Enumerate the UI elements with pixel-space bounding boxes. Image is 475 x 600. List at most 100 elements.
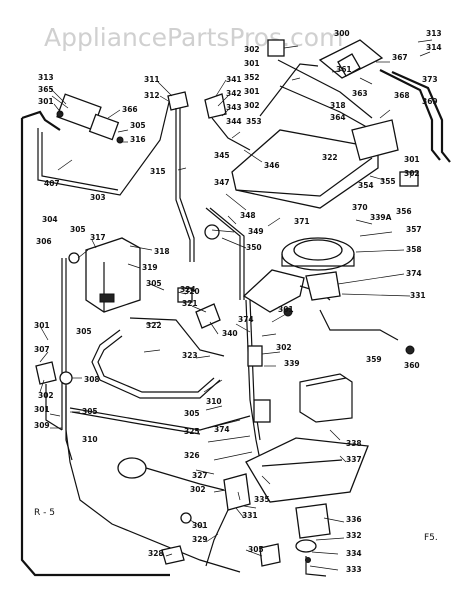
part-label: 329 (192, 535, 208, 544)
part-label: 313 (426, 29, 442, 38)
part-label: 327 (192, 471, 208, 480)
part-label: 354 (358, 181, 374, 190)
part-label: 336 (346, 515, 362, 524)
part-label: 338 (346, 439, 362, 448)
part-label: 407 (44, 179, 60, 188)
part-label: 359 (366, 355, 382, 364)
part-label: 374 (238, 315, 254, 324)
part-label: 361 (336, 65, 352, 74)
part-number-labels: 313 365 301 366 305 316 407 303 304 306 305 317 318 3… (34, 29, 442, 574)
part-label: 353 (246, 117, 262, 126)
part-label: 301 (278, 305, 294, 314)
part-label: 305 (146, 279, 162, 288)
part-label: 302 (38, 391, 54, 400)
part-label: 343 (226, 103, 242, 112)
part-label: 311 (144, 75, 160, 84)
part-label: 370 (352, 203, 368, 212)
part-label: 369 (422, 97, 438, 106)
part-label: 323 (182, 351, 198, 360)
part-label: 302 (276, 343, 292, 352)
part-label: 322 (322, 153, 338, 162)
part-label: 303 (90, 193, 106, 202)
part-label: 310 (206, 397, 222, 406)
part-label: 307 (34, 345, 50, 354)
part-label: 374 (214, 425, 230, 434)
part-label: 302 (404, 169, 420, 178)
part-label: 318 (330, 101, 346, 110)
part-label: 368 (394, 91, 410, 100)
part-label: 305 (76, 327, 92, 336)
part-label: 347 (214, 178, 230, 187)
part-label: 304 (42, 215, 58, 224)
corner-code-left: R - 5 (34, 508, 55, 518)
part-label: 349 (248, 227, 264, 236)
part-label: 318 (154, 247, 170, 256)
part-label: 366 (122, 105, 138, 114)
part-label: 306 (36, 237, 52, 246)
part-label: 334 (346, 549, 362, 558)
part-label: 326 (184, 451, 200, 460)
part-label: 352 (244, 73, 260, 82)
part-label: 317 (90, 233, 106, 242)
part-label: 373 (422, 75, 438, 84)
part-label: 305 (130, 121, 146, 130)
part-label: 301 (34, 405, 50, 414)
part-label: 325 (184, 427, 200, 436)
part-label: 365 (38, 85, 54, 94)
part-label: 367 (392, 53, 408, 62)
leader-lines (39, 39, 433, 571)
part-label: 374 (406, 269, 422, 278)
part-label: 339 (284, 359, 300, 368)
corner-code-right: F5. (424, 533, 438, 543)
part-label: 305 (70, 225, 86, 234)
part-label: 357 (406, 225, 422, 234)
part-label: 371 (294, 217, 310, 226)
watermark: AppliancePartsPros.com (44, 23, 343, 52)
part-label: 331 (242, 511, 258, 520)
part-label: 305 (248, 545, 264, 554)
diagram-drawing (20, 39, 451, 577)
part-label: 321 (182, 299, 198, 308)
part-label: 301 (38, 97, 54, 106)
part-label: 346 (264, 161, 280, 170)
part-label: 312 (144, 91, 160, 100)
part-label: 360 (404, 361, 420, 370)
part-label: 320 (184, 287, 200, 296)
part-label: 301 (404, 155, 420, 164)
part-label: 322 (146, 321, 162, 330)
part-label: 340 (222, 329, 238, 338)
part-label: 348 (240, 211, 256, 220)
part-label: 301 (244, 87, 260, 96)
part-label: 345 (214, 151, 230, 160)
part-label: 302 (244, 45, 260, 54)
part-label: 358 (406, 245, 422, 254)
part-label: 337 (346, 455, 362, 464)
part-label: 350 (246, 243, 262, 252)
part-label: 314 (426, 43, 442, 52)
part-label: 341 (226, 75, 242, 84)
part-label: 315 (150, 167, 166, 176)
part-label: 302 (244, 101, 260, 110)
part-label: 324 (180, 285, 196, 294)
part-label: 364 (330, 113, 346, 122)
part-label: 319 (142, 263, 158, 272)
part-label: 313 (38, 73, 54, 82)
part-label: 310 (82, 435, 98, 444)
part-label: 363 (352, 89, 368, 98)
part-label: 342 (226, 89, 242, 98)
part-label: 339A (370, 213, 392, 222)
part-label: 309 (34, 421, 50, 430)
part-label: 355 (380, 177, 396, 186)
part-label: 301 (244, 59, 260, 68)
part-label: 335 (254, 495, 270, 504)
part-label: 302 (190, 485, 206, 494)
part-label: 331 (410, 291, 426, 300)
part-label: 328 (148, 549, 164, 558)
part-label: 305 (82, 407, 98, 416)
part-label: 316 (130, 135, 146, 144)
part-label: 305 (184, 409, 200, 418)
part-label: 308 (84, 375, 100, 384)
part-label: 300 (334, 29, 350, 38)
part-label: 301 (192, 521, 208, 530)
